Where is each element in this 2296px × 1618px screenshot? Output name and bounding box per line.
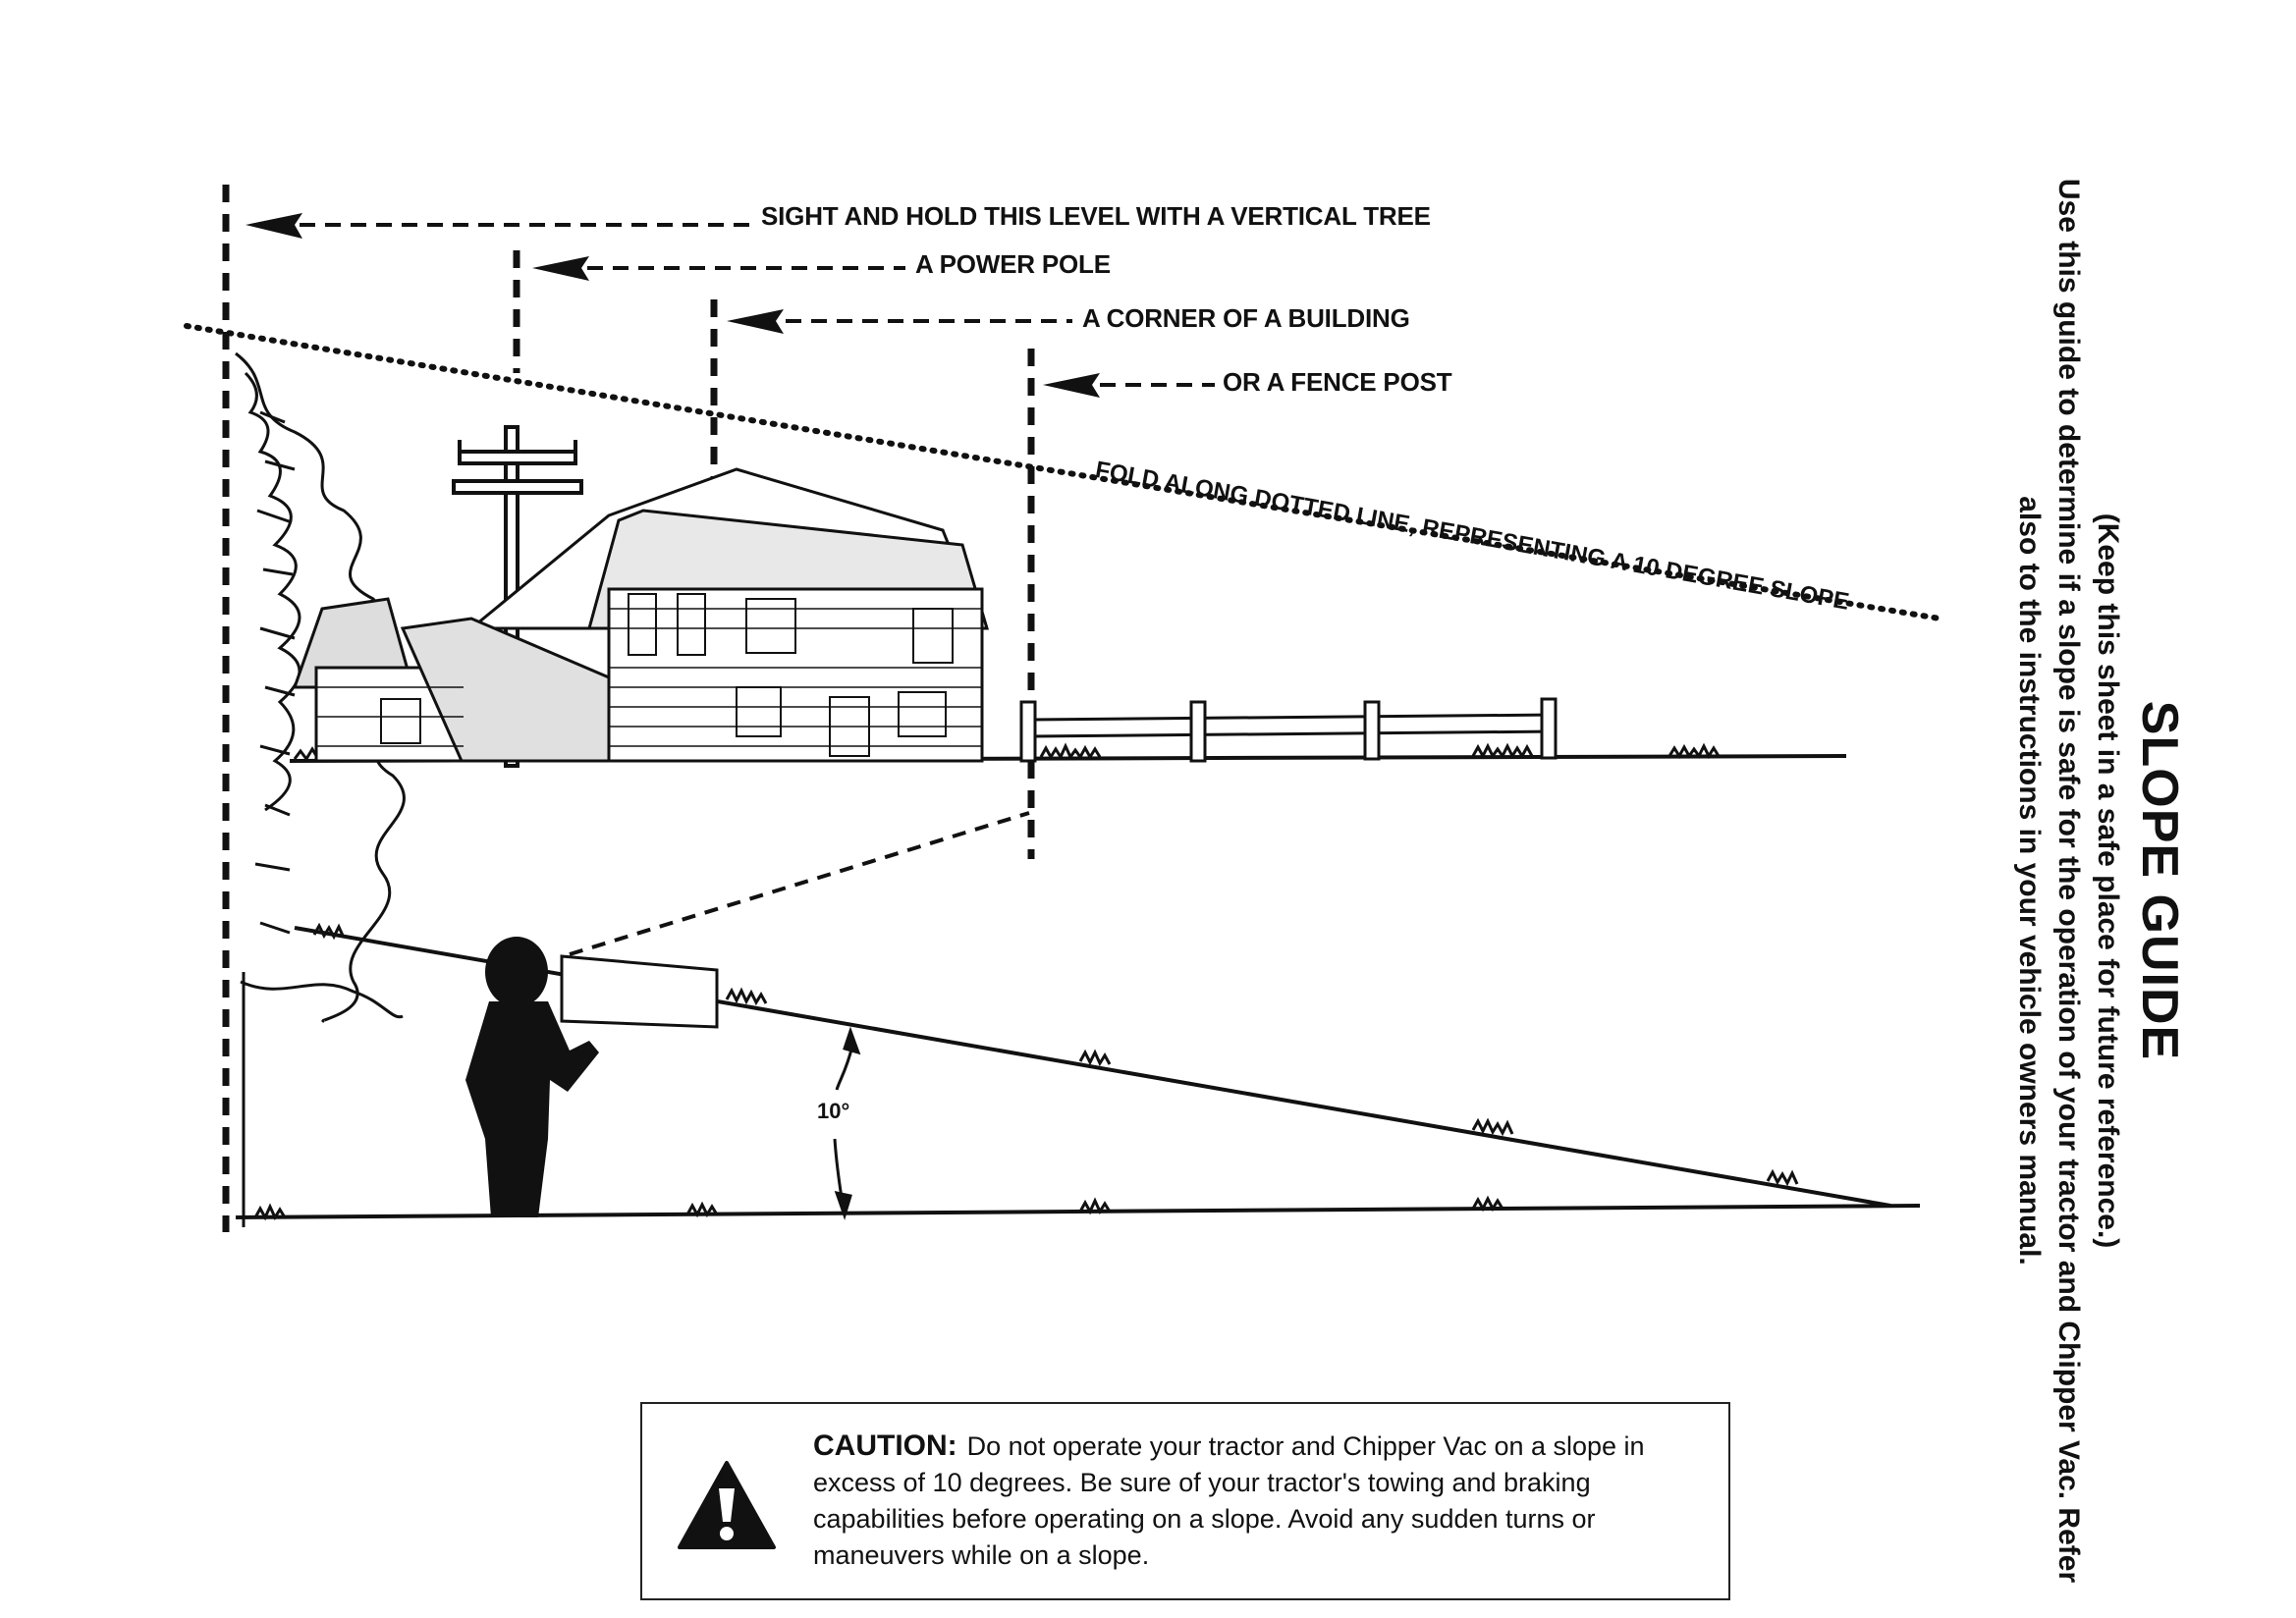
- house-illustration: [292, 467, 990, 763]
- caution-text: CAUTION:Do not operate your tractor and …: [813, 1428, 1697, 1574]
- sighting-sheet: [560, 954, 719, 1029]
- page-instructions: Use this guide to determine if a slope i…: [2013, 178, 2085, 1584]
- angle-marker: [833, 1026, 861, 1220]
- side-panel: SLOPE GUIDE (Keep this sheet in a safe p…: [1946, 174, 2192, 1588]
- tree-illustration: [235, 351, 406, 1227]
- pole-arrowhead: [532, 256, 589, 281]
- page-title: SLOPE GUIDE: [2131, 700, 2188, 1061]
- fence-illustration: [1019, 697, 1558, 763]
- pole-label: A POWER POLE: [915, 249, 1111, 279]
- warning-icon: [678, 1461, 776, 1549]
- fence-arrowhead: [1043, 373, 1100, 398]
- page-subtitle: (Keep this sheet in a safe place for fut…: [2092, 512, 2124, 1249]
- slope-grass: [312, 922, 1799, 1187]
- building-arrowhead: [727, 309, 784, 334]
- tree-label: SIGHT AND HOLD THIS LEVEL WITH A VERTICA…: [761, 201, 1431, 231]
- upper-ground-grass: [293, 742, 1721, 762]
- tree-arrowhead: [246, 213, 302, 239]
- fence-label: OR A FENCE POST: [1223, 367, 1452, 397]
- angle-label: 10°: [817, 1099, 850, 1123]
- person-silhouette: [465, 937, 599, 1217]
- level-ground-line: [235, 1204, 1921, 1219]
- building-label: A CORNER OF A BUILDING: [1082, 303, 1410, 333]
- level-ground-grass: [253, 1195, 1504, 1221]
- caution-body: Do not operate your tractor and Chipper …: [813, 1431, 1645, 1570]
- caution-heading: CAUTION:: [813, 1429, 957, 1462]
- sighting-line: [569, 811, 1030, 956]
- fold-dotted-line: [184, 323, 1942, 621]
- caution-box: CAUTION:Do not operate your tractor and …: [640, 1402, 1730, 1600]
